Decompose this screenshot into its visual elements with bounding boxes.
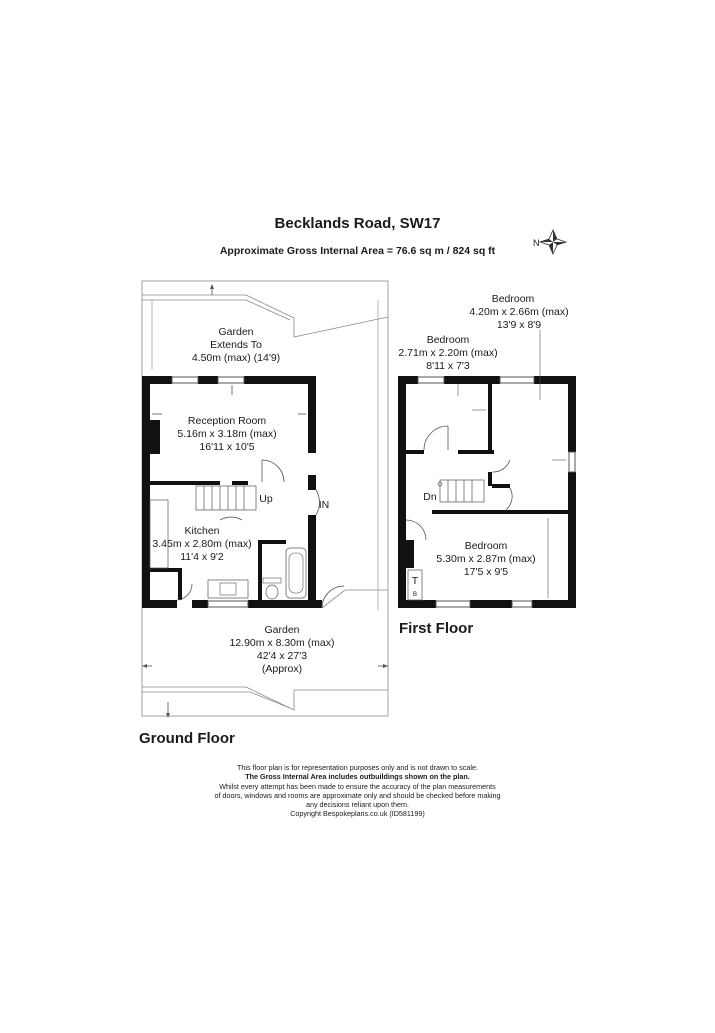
bedroom-left-imperial: 8'11 x 7'3 <box>426 360 470 372</box>
bedroom-main-name: Bedroom <box>465 540 508 552</box>
bedroom-right-name: Bedroom <box>492 293 535 305</box>
footer-line-6: Copyright Bespokeplans.co.uk (ID581199) <box>290 809 425 819</box>
ground-floor-plan: Garden Extends To 4.50m (max) (14'9) Rec… <box>141 280 389 718</box>
bedroom-right-metric: 4.20m x 2.66m (max) <box>469 306 568 318</box>
reception-room-name: Reception Room <box>188 415 266 427</box>
bedroom-main-imperial: 17'5 x 9'5 <box>464 566 508 578</box>
footer-line-1: This floor plan is for representation pu… <box>237 763 478 772</box>
reception-room-imperial: 16'11 x 10'5 <box>199 441 254 453</box>
footer-line-2: The Gross Internal Area includes outbuil… <box>245 772 470 782</box>
footer-line-3: Whilst every attempt has been made to en… <box>219 781 496 791</box>
garden-bottom-imperial: 42'4 x 27'3 <box>257 650 307 662</box>
plan-title: Becklands Road, SW17 <box>274 215 441 232</box>
garden-bottom-metric: 12.90m x 8.30m (max) <box>229 637 334 649</box>
footer-line-5: any decisions reliant upon them. <box>305 800 410 810</box>
bedroom-main-metric: 5.30m x 2.87m (max) <box>436 553 535 565</box>
kitchen-name: Kitchen <box>184 525 219 537</box>
reception-room-metric: 5.16m x 3.18m (max) <box>177 428 276 440</box>
stairs-up-label: Up <box>259 493 273 505</box>
garden-top-extent: 4.50m (max) (14'9) <box>192 352 280 364</box>
toilet-label: T <box>412 575 419 587</box>
basin-label: B <box>413 592 417 598</box>
kitchen-metric: 3.45m x 2.80m (max) <box>152 538 251 550</box>
stairs-down-label: Dn <box>423 491 437 503</box>
garden-bottom-note: (Approx) <box>262 663 302 675</box>
bedroom-left-name: Bedroom <box>427 334 470 346</box>
compass-north-label: N <box>533 238 540 248</box>
gross-area-text: Approximate Gross Internal Area = 76.6 s… <box>219 245 496 257</box>
kitchen-imperial: 11'4 x 9'2 <box>180 551 224 563</box>
garden-top-name: Garden <box>218 326 253 338</box>
compass-icon: N <box>533 229 568 255</box>
first-floor-plan: Bedroom 4.20m x 2.66m (max) 13'9 x 8'9 B… <box>398 293 576 608</box>
ground-floor-label: Ground Floor <box>139 730 235 747</box>
entrance-label: IN <box>319 499 330 511</box>
garden-bottom-name: Garden <box>264 624 299 636</box>
first-floor-label: First Floor <box>399 620 474 637</box>
bedroom-right-imperial: 13'9 x 8'9 <box>497 319 541 331</box>
disclaimer-footer: This floor plan is for representation pu… <box>0 763 715 819</box>
bedroom-left-metric: 2.71m x 2.20m (max) <box>398 347 497 359</box>
footer-line-4: of doors, windows and rooms are approxim… <box>214 790 501 800</box>
garden-top-line2: Extends To <box>210 339 262 351</box>
